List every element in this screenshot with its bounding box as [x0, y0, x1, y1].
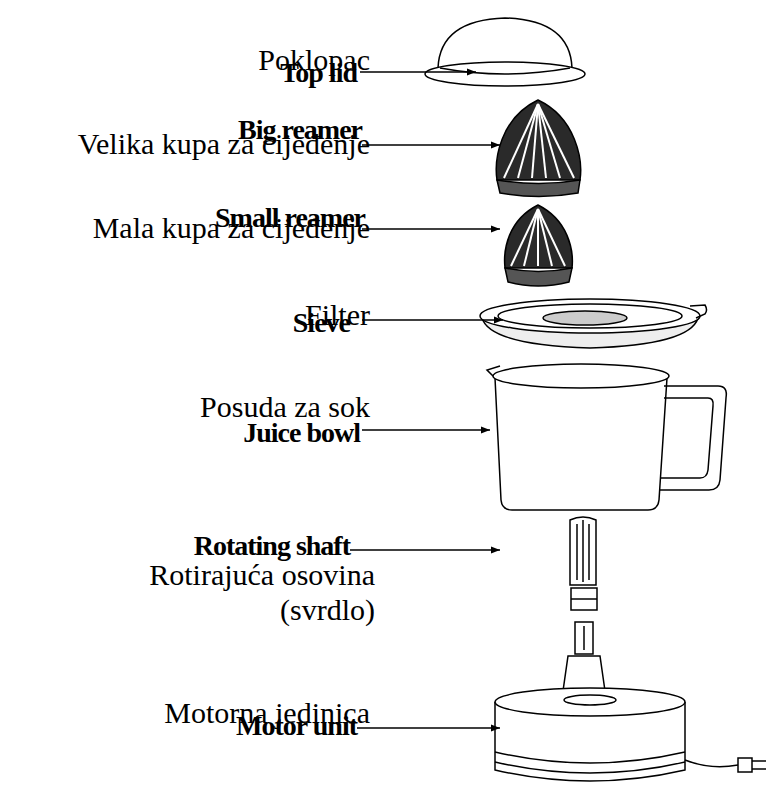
- part-label-hr: Rotirajuća osovina (svrdlo): [85, 557, 375, 627]
- rotating-shaft-drawing: [570, 517, 597, 610]
- motor-unit-drawing: [495, 622, 766, 781]
- top-lid-drawing: [425, 18, 585, 86]
- big-reamer-drawing: [496, 100, 580, 197]
- juice-bowl-drawing: [487, 364, 726, 510]
- part-label-en: Motor unit: [236, 711, 357, 742]
- leader-lines: [350, 72, 503, 728]
- parts: [425, 18, 766, 781]
- leader-line: [362, 228, 500, 229]
- leader-line: [362, 429, 490, 430]
- part-label-en: Top lid: [280, 58, 357, 89]
- sieve-drawing: [480, 299, 707, 348]
- part-label-en: Rotating shaft: [194, 531, 350, 562]
- leader-line: [350, 549, 500, 550]
- leader-line: [357, 727, 500, 728]
- part-label-en: Sieve: [293, 308, 350, 339]
- leader-line: [360, 71, 476, 72]
- part-label-en: Small reamer: [215, 203, 365, 234]
- leader-line: [362, 144, 500, 145]
- small-reamer-drawing: [505, 205, 573, 286]
- leader-line: [362, 319, 503, 320]
- part-label-en: Juice bowl: [243, 418, 360, 449]
- part-label-en: Big reamer: [238, 115, 362, 146]
